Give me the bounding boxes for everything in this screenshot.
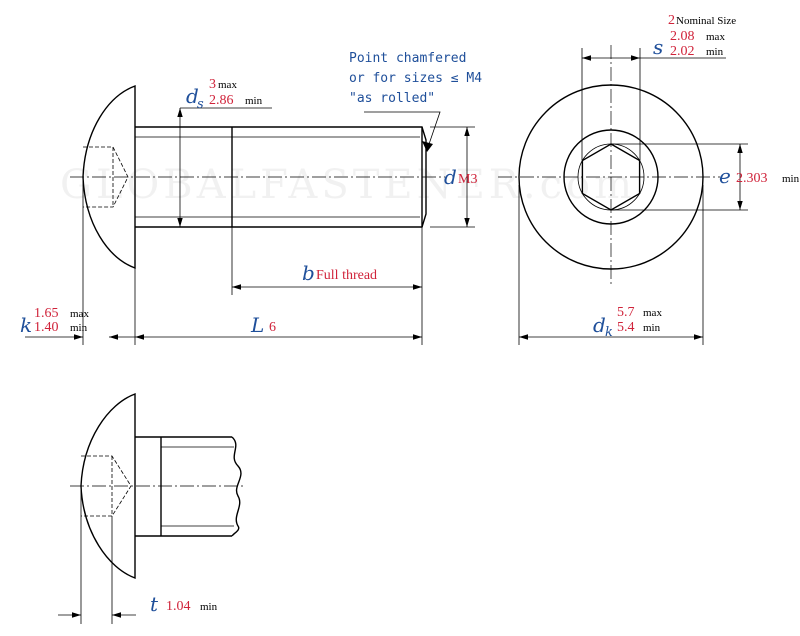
watermark: GLOBALFASTENER.com — [60, 162, 636, 208]
k-max-value: 1.65 — [34, 306, 59, 321]
note-line-3: "as rolled" — [349, 91, 435, 106]
k-max-label: max — [70, 308, 89, 320]
ds-min-value: 2.86 — [209, 93, 234, 108]
e-value: 2.303 — [736, 171, 768, 186]
b-dimension: b Full thread — [231, 227, 423, 345]
s-max-label: max — [706, 31, 725, 43]
e-symbol: e — [719, 164, 731, 188]
d-symbol: d — [444, 165, 457, 189]
s-dimension: s 2 Nominal Size 2.08 max 2.02 min — [581, 13, 736, 160]
detail-socket-hidden-lines — [81, 455, 132, 517]
dk-dimension: d k 5.7 max 5.4 min — [518, 185, 704, 345]
ds-subscript: s — [197, 97, 204, 112]
s-min-label: min — [706, 46, 724, 58]
k-L-dimensions: k 1.65 max 1.40 min L 6 — [20, 180, 422, 345]
dk-symbol: d — [593, 313, 606, 337]
ds-max-label: max — [218, 79, 237, 91]
dk-min-label: min — [643, 322, 661, 334]
b-text: Full thread — [316, 268, 377, 283]
s-min-value: 2.02 — [670, 44, 695, 59]
L-symbol: L — [250, 313, 264, 337]
head-inner-circle — [563, 129, 659, 225]
ds-max-value: 3 — [209, 77, 216, 92]
head-outer-circle — [518, 84, 704, 270]
t-dimension: t 1.04 min — [58, 490, 218, 624]
b-symbol: b — [302, 261, 315, 285]
s-symbol: s — [653, 35, 663, 59]
k-symbol: k — [20, 313, 32, 337]
e-dimension: e 2.303 min — [611, 143, 800, 211]
note-leader — [364, 111, 441, 151]
t-label: min — [200, 601, 218, 613]
e-label: min — [782, 173, 800, 185]
t-symbol: t — [150, 592, 159, 616]
s-nominal-label: Nominal Size — [676, 15, 736, 27]
d-dimension: d M3 — [430, 126, 477, 228]
t-value: 1.04 — [166, 599, 191, 614]
d-value: M3 — [458, 172, 477, 187]
detail-view — [70, 392, 245, 580]
s-max-value: 2.08 — [670, 29, 695, 44]
detail-button-head — [80, 392, 136, 580]
s-nominal-value: 2 — [668, 13, 675, 28]
button-head — [82, 84, 136, 270]
note-line-1: Point chamfered — [349, 51, 466, 66]
side-view — [70, 84, 445, 270]
L-value: 6 — [269, 320, 276, 335]
dk-max-label: max — [643, 307, 662, 319]
ds-symbol: d — [186, 84, 199, 108]
dk-max-value: 5.7 — [617, 305, 635, 320]
dk-min-value: 5.4 — [617, 320, 635, 335]
ds-dimension: d s 3 max 2.86 min — [177, 77, 272, 227]
dk-subscript: k — [605, 325, 613, 340]
socket-hidden-lines — [83, 146, 129, 208]
break-line — [231, 436, 242, 537]
note-line-2: or for sizes ≤ M4 — [349, 71, 482, 86]
ds-min-label: min — [245, 95, 263, 107]
shank-outline — [135, 126, 427, 228]
k-min-value: 1.40 — [34, 320, 59, 335]
k-min-label: min — [70, 322, 88, 334]
